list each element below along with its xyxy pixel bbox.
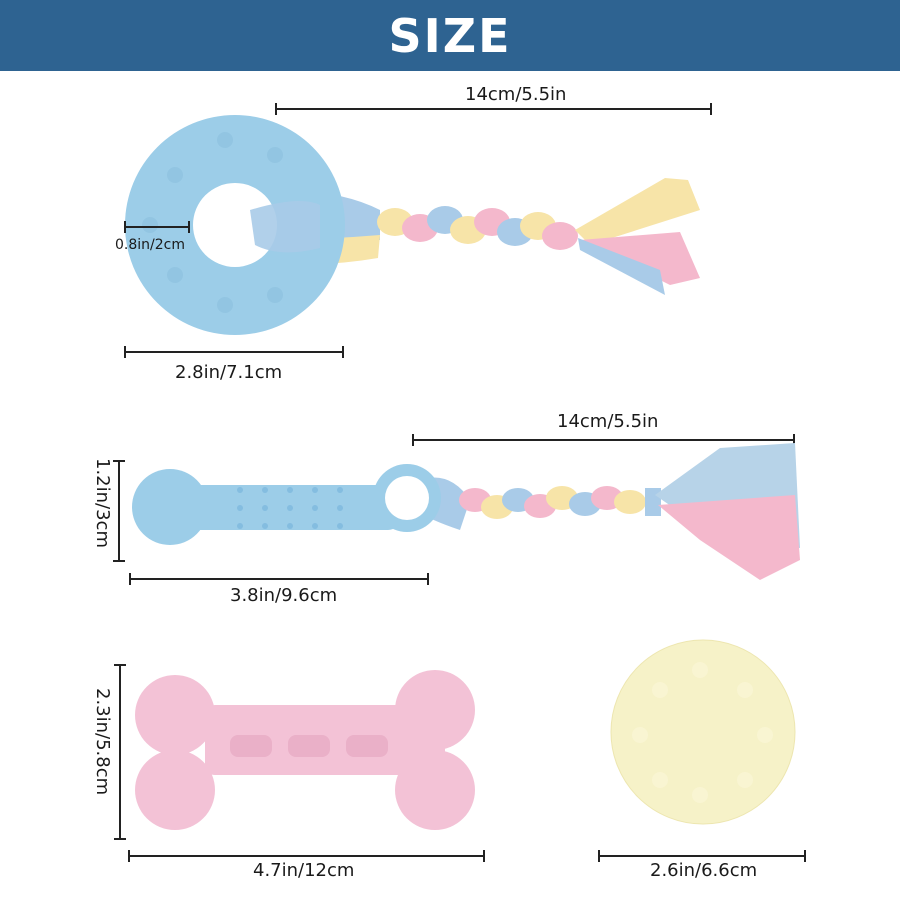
dimension-label-stick-length: 3.8in/9.6cm [230, 585, 338, 606]
dimension-line [128, 850, 485, 862]
dimension-label-rope-length: 14cm/5.5in [557, 411, 659, 432]
dimension-line [598, 850, 806, 862]
dimension-line [113, 460, 125, 562]
dimension-line [412, 434, 795, 446]
dimension-line [124, 346, 344, 358]
dimension-line [124, 221, 190, 233]
dimension-label-bone-length: 4.7in/12cm [253, 860, 355, 881]
dimension-label-ball-diameter: 2.6in/6.6cm [650, 860, 758, 881]
dimension-label-ring-diameter: 2.8in/7.1cm [175, 362, 283, 383]
dimension-line [114, 664, 126, 840]
page-title: SIZE [388, 8, 512, 63]
dimension-line [275, 103, 712, 115]
dimension-label-hole: 0.8in/2cm [115, 237, 185, 253]
dimension-line [129, 573, 429, 585]
header-banner: SIZE [0, 0, 900, 71]
dimension-label-rope-length: 14cm/5.5in [465, 84, 567, 105]
